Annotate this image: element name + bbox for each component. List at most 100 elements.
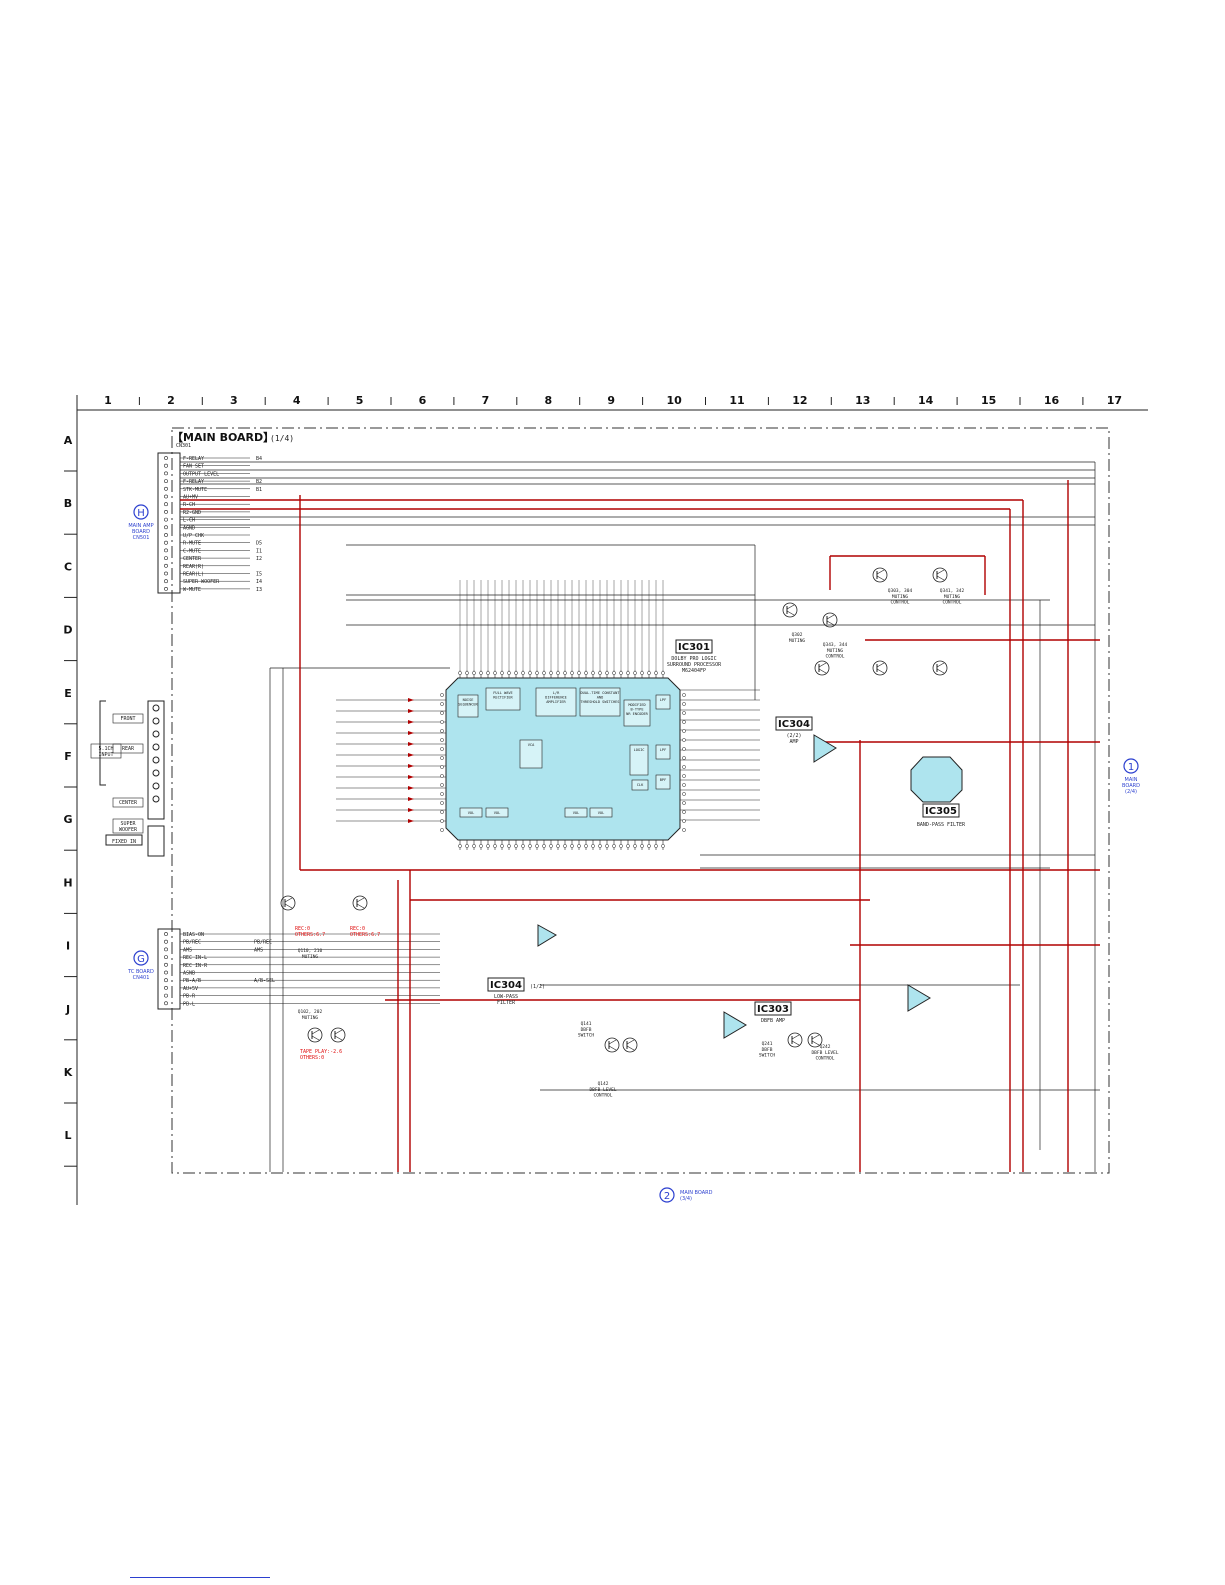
- cn301-pin-label: F-RELAY: [183, 479, 204, 485]
- ic301-block-label: VOL: [598, 811, 605, 815]
- transistor-ref: Q102, 202: [298, 1009, 323, 1015]
- cn301-pin-label: OUTPUT LEVEL: [183, 471, 219, 477]
- cn351-pin-label: AMS: [183, 947, 192, 953]
- column-label: 4: [293, 394, 301, 407]
- connector-h-text2: BOARD: [132, 529, 150, 535]
- ic305-block: [910, 756, 963, 803]
- ic301-ref: IC301: [678, 642, 710, 653]
- row-label: F: [64, 750, 72, 763]
- cn301-pin-label: F-RELAY: [183, 456, 204, 462]
- cn301-connector: [157, 452, 181, 594]
- transistor-desc: MUTING: [789, 638, 806, 644]
- cn301-pin-label: R-CH: [183, 502, 195, 508]
- cn301-pin-ref: B1: [256, 487, 262, 493]
- ic304b-ref: IC304: [490, 980, 522, 991]
- cn351-pin-ref: A/B-SEL: [254, 978, 275, 984]
- row-label: A: [64, 434, 73, 447]
- ic301-block-label: BPF: [660, 778, 667, 782]
- column-label: 12: [792, 394, 807, 407]
- ic304a-ref: IC304: [778, 719, 810, 730]
- column-label: 14: [918, 394, 934, 407]
- row-label: G: [63, 813, 72, 826]
- ic305-label-box: [922, 803, 960, 818]
- cn301-pin-label: C-MUTE: [183, 548, 201, 554]
- transistor-ref: Q142: [598, 1081, 609, 1087]
- ic301-block-label: LPF: [660, 748, 667, 752]
- connector-2-num: 2: [664, 1191, 670, 1202]
- ic301-label-box: [675, 639, 713, 654]
- transistor-desc: MUTING: [302, 954, 319, 960]
- ic301-block-label: CLK: [637, 783, 644, 787]
- row-label: D: [63, 624, 72, 637]
- ic305-desc: BAND-PASS FILTER: [917, 822, 966, 828]
- column-label: 8: [544, 394, 552, 407]
- fixed-in-label: FIXED IN: [112, 839, 136, 845]
- cn351-pin-label: PB/REC: [183, 940, 201, 946]
- cn301-pin-label: CENTER: [183, 556, 202, 562]
- jack-label: REAR: [122, 746, 135, 752]
- connector-2-marker: [659, 1187, 675, 1203]
- connector-1-num: 1: [1128, 762, 1134, 773]
- ic304a-desc2: AMP: [789, 739, 798, 745]
- ic303-ref: IC303: [757, 1004, 789, 1015]
- cn351-pin-label: AU+5V: [183, 986, 198, 992]
- cn351-pin-ref: PB/REC: [254, 940, 272, 946]
- ic301-block-label: LOGIC: [634, 748, 645, 752]
- column-label: 5: [356, 394, 364, 407]
- cn351-pin-label: PB-L: [183, 1001, 195, 1007]
- row-label: C: [64, 560, 72, 573]
- cn301-pin-ref: I2: [256, 556, 262, 562]
- transistor-ref: Q303, 304: [888, 588, 913, 594]
- transistor-ref: Q343, 344: [823, 642, 848, 648]
- column-label: 15: [981, 394, 996, 407]
- connector-h-letter: H: [137, 508, 145, 519]
- jack-label: CENTER: [119, 800, 138, 806]
- cn301-pin-ref: D5: [256, 541, 262, 547]
- row-label: I: [66, 940, 70, 953]
- cn301-pin-label: FAN SET: [183, 464, 204, 470]
- ic304b-desc1: (1/2): [530, 984, 545, 990]
- transistor-ref: Q241: [762, 1041, 773, 1047]
- cn351-pin-label: BIAS-ON: [183, 932, 204, 938]
- ic301-desc1: DOLBY PRO LOGIC: [671, 656, 716, 662]
- ic303-opamp-a: [723, 1011, 747, 1039]
- cn301-pin-label: AGND: [183, 525, 195, 531]
- jack-label: FRONT: [120, 716, 135, 722]
- cn351-pin-label: PB-R: [183, 994, 196, 1000]
- ic303-opamp-b: [907, 984, 931, 1012]
- column-label: 2: [167, 394, 175, 407]
- connector-2-text1: MAIN BOARD: [680, 1190, 713, 1196]
- ic301-desc2: SURROUND PROCESSOR: [667, 662, 722, 668]
- connector-1-marker: [1123, 758, 1139, 774]
- column-label: 16: [1044, 394, 1060, 407]
- ic301-block-label: LPF: [660, 698, 667, 702]
- cn301-pin-label: STK-MUTE: [183, 487, 207, 493]
- column-label: 3: [230, 394, 238, 407]
- cn301-pin-label: R2-GND: [183, 510, 201, 516]
- cn301-ref: CN301: [176, 443, 191, 449]
- cn351-pin-label: REC IN-R: [183, 963, 208, 969]
- transistor-ref: Q141: [581, 1021, 592, 1027]
- row-label: H: [63, 876, 72, 889]
